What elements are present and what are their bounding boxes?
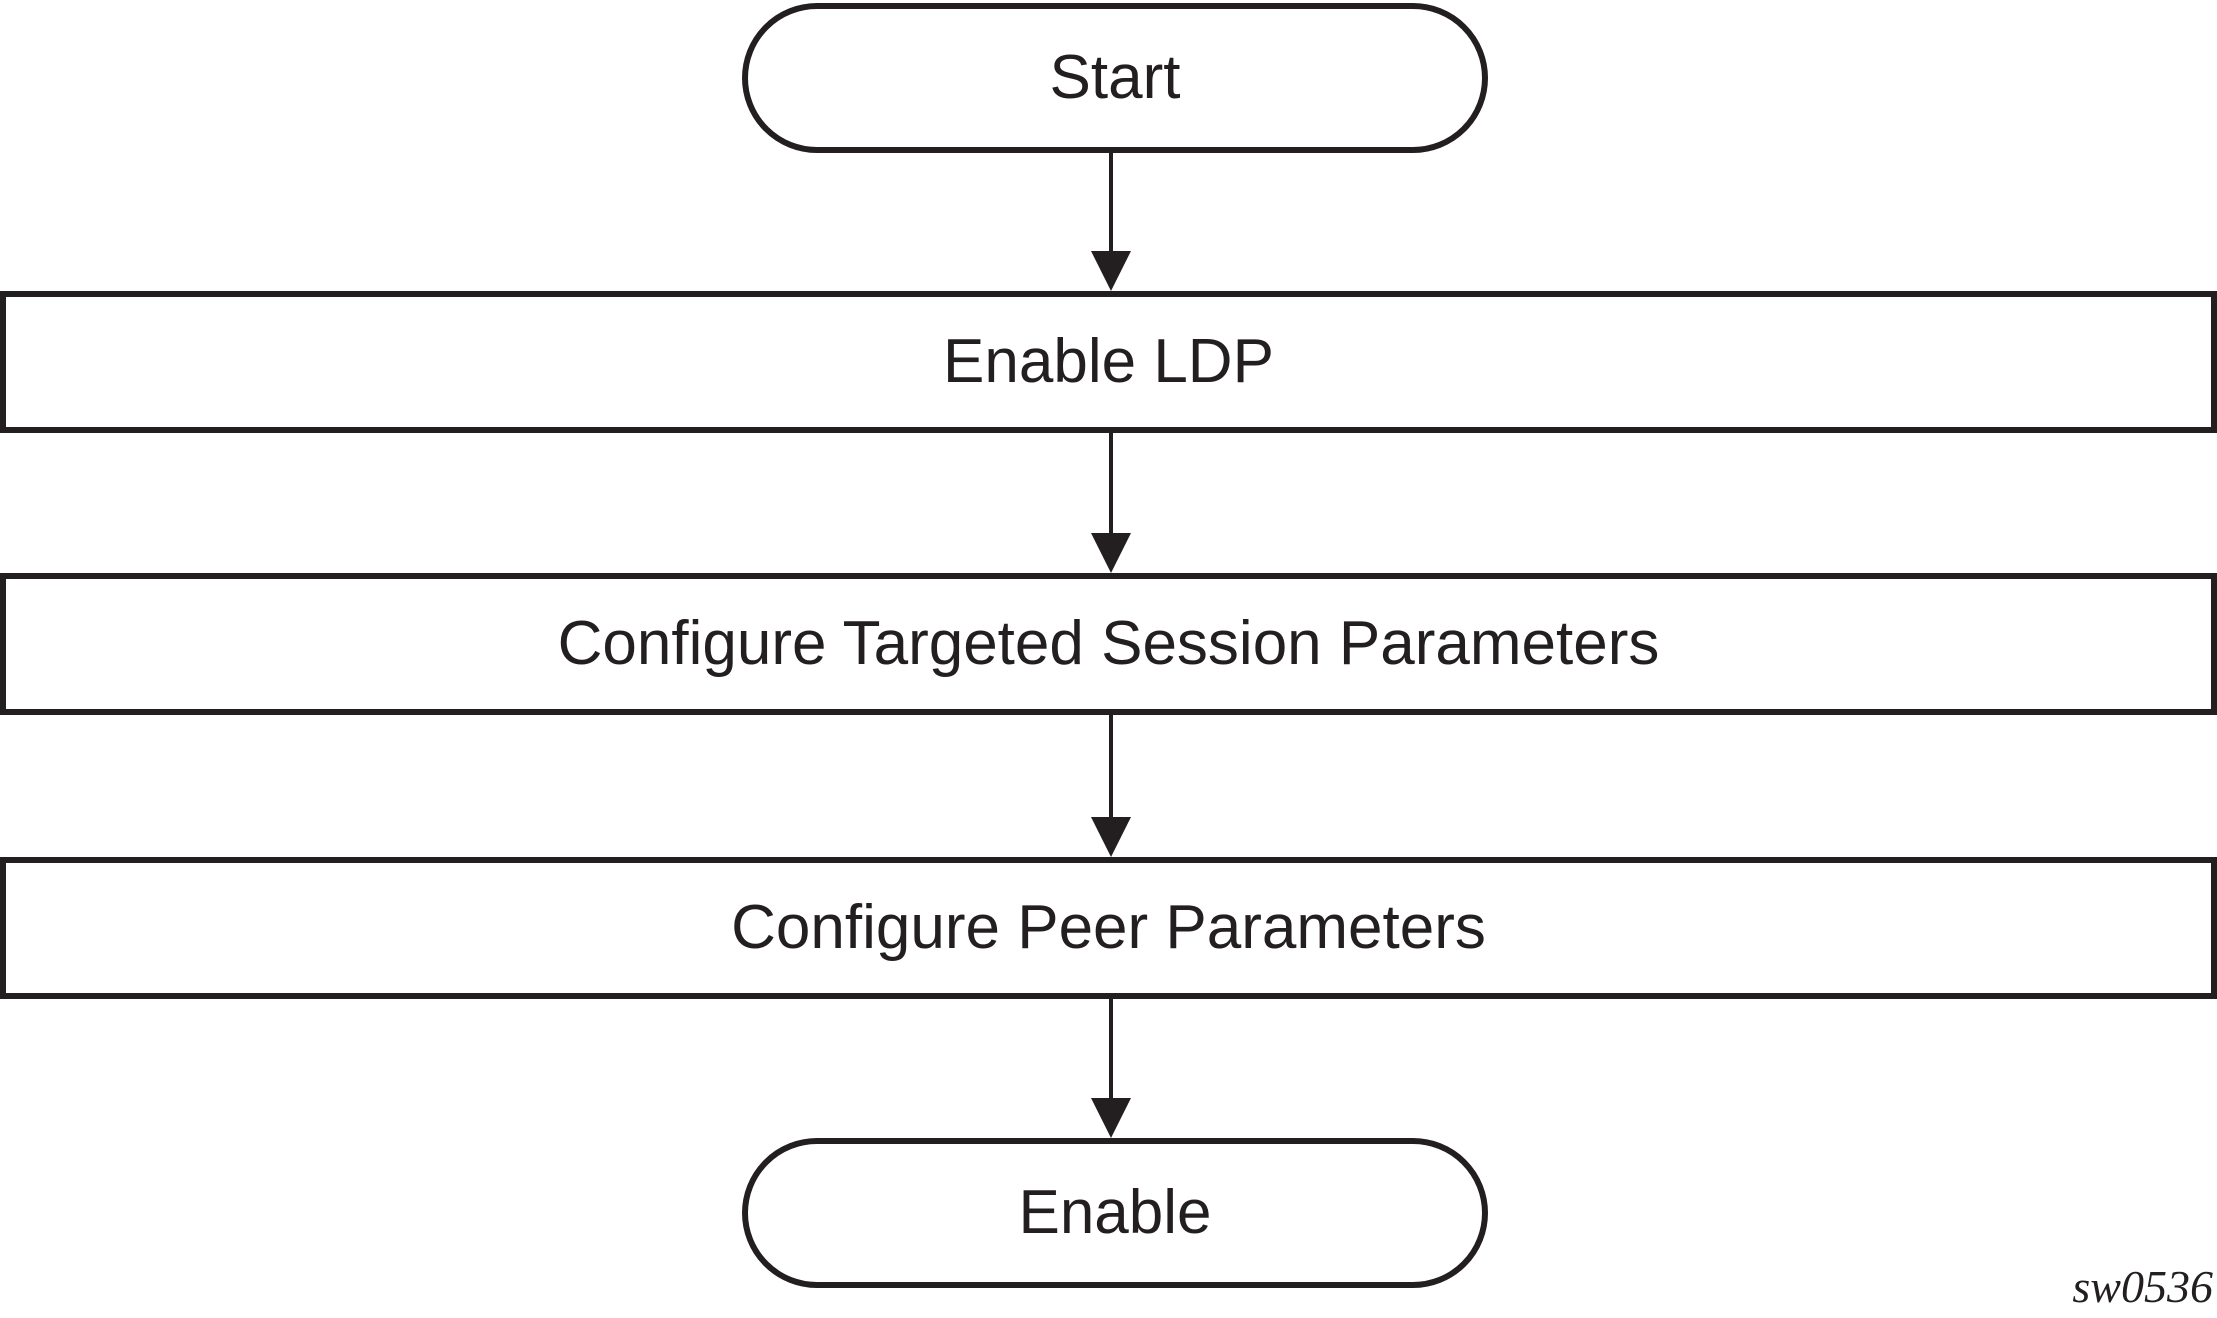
connector-targeted-session-to-peer-params: [1109, 715, 1113, 819]
enable-label: Enable: [1018, 1178, 1212, 1247]
connector-enable-ldp-to-targeted-session: [1109, 433, 1113, 535]
enable-ldp-step: Enable LDP: [0, 291, 2217, 433]
arrow-down-icon: [1091, 533, 1131, 573]
start-label: Start: [1049, 43, 1181, 112]
enable-terminal: Enable: [742, 1138, 1488, 1288]
arrow-down-icon: [1091, 251, 1131, 291]
connector-start-to-enable-ldp: [1109, 153, 1113, 253]
targeted-session-label: Configure Targeted Session Parameters: [557, 609, 1660, 678]
start-terminal: Start: [742, 3, 1488, 153]
peer-params-label: Configure Peer Parameters: [731, 893, 1486, 962]
figure-id: sw0536: [2072, 1261, 2213, 1312]
connector-peer-params-to-enable: [1109, 999, 1113, 1100]
enable-ldp-label: Enable LDP: [943, 327, 1274, 396]
peer-params-step: Configure Peer Parameters: [0, 857, 2217, 999]
arrow-down-icon: [1091, 817, 1131, 857]
arrow-down-icon: [1091, 1098, 1131, 1138]
targeted-session-step: Configure Targeted Session Parameters: [0, 573, 2217, 715]
